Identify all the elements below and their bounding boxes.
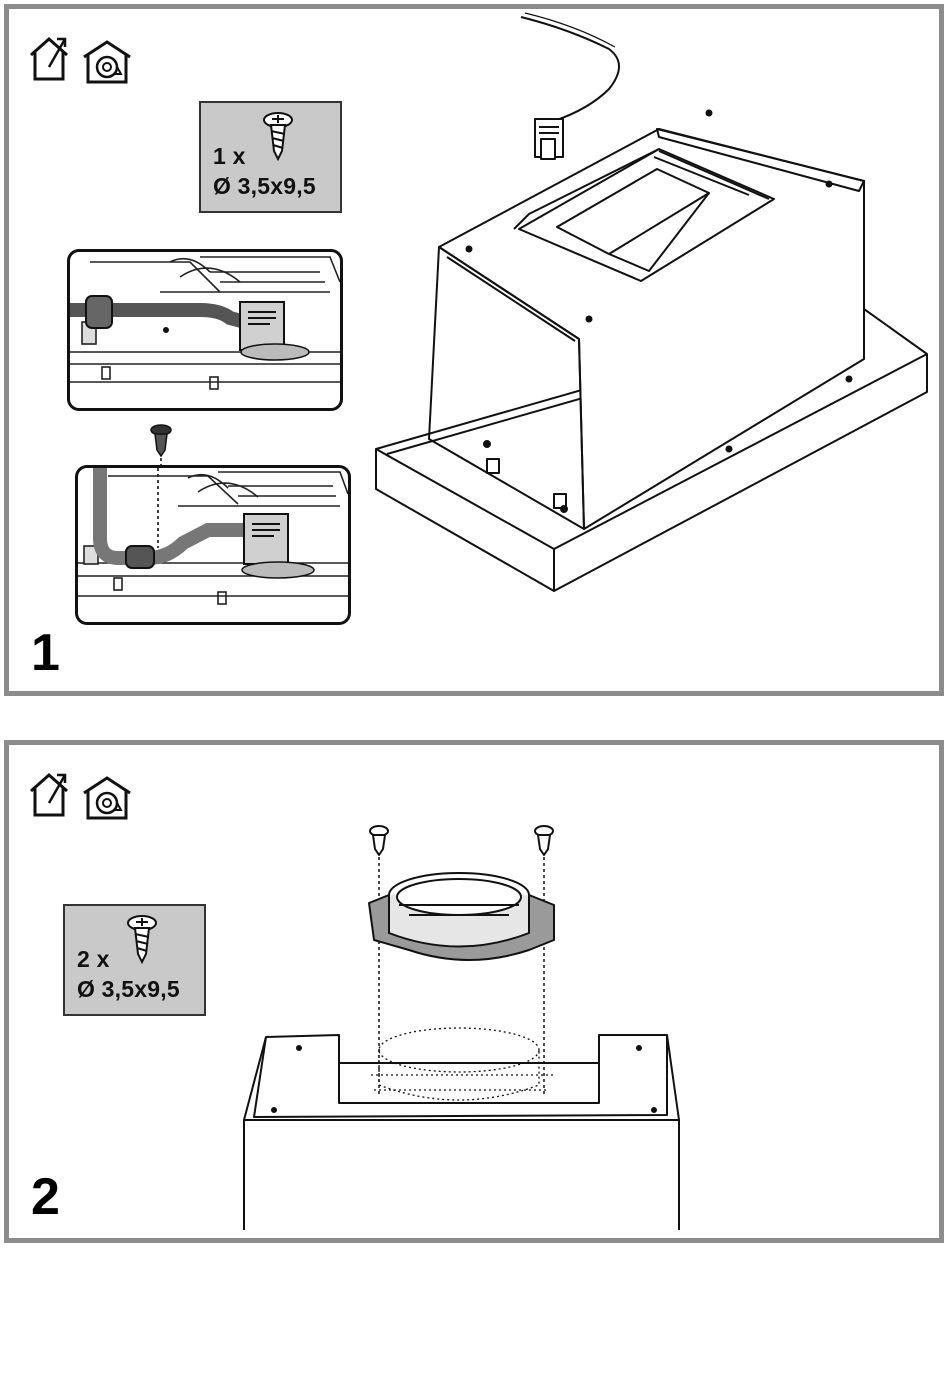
hood-unit-drawing	[9, 9, 939, 691]
step-1-panel: 1 x Ø 3,5x9,5	[4, 4, 944, 696]
step-number: 1	[31, 627, 60, 679]
step-2-panel: 2 x Ø 3,5x9,5	[4, 740, 944, 1243]
step-number: 2	[31, 1171, 60, 1223]
screw-icon	[370, 826, 388, 855]
duct-collar-drawing	[9, 745, 939, 1238]
screw-icon	[535, 826, 553, 855]
